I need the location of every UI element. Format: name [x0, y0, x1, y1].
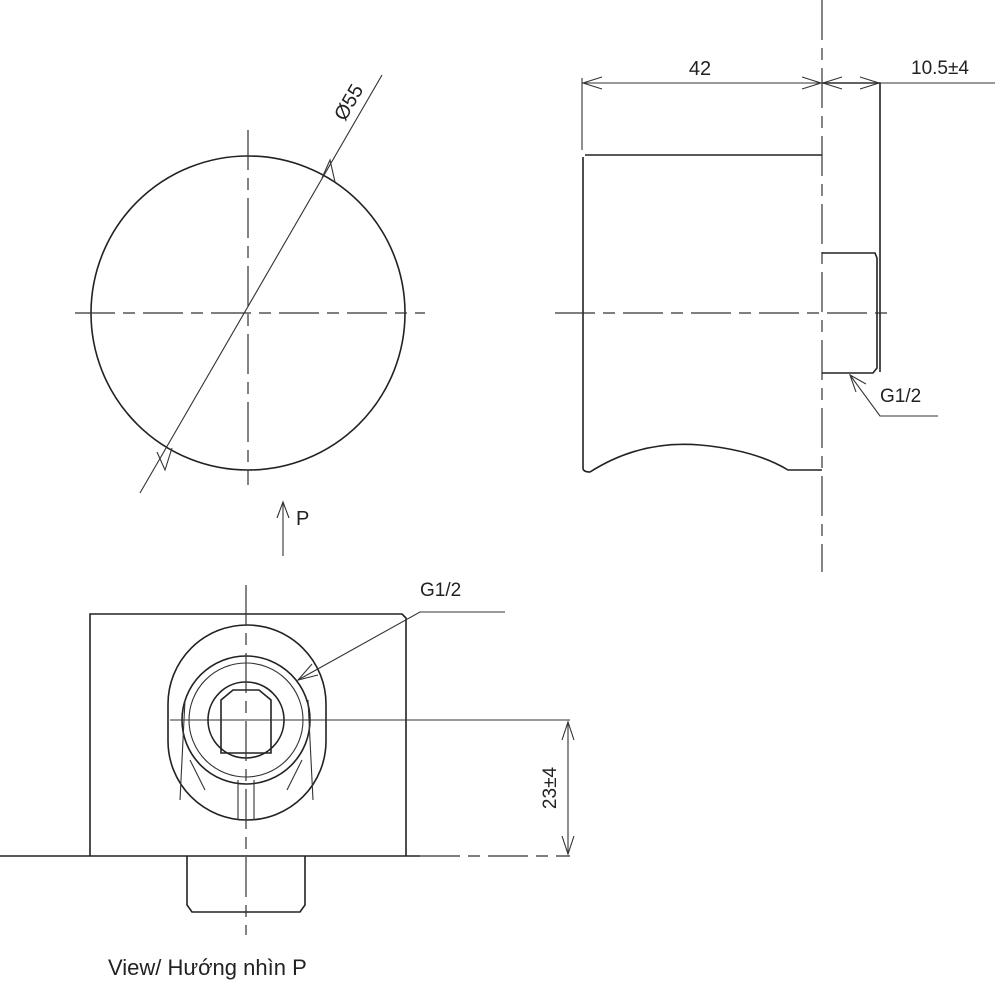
diameter-arrow-top — [321, 158, 336, 183]
inner-ribs — [179, 699, 314, 820]
body-outline — [582, 157, 822, 473]
thread-label-bottom: G1/2 — [420, 580, 461, 601]
flange-outline — [822, 82, 881, 372]
front-view: Ø55 P — [75, 74, 425, 556]
view-p-arrowhead — [276, 500, 290, 519]
hex-socket — [220, 689, 272, 754]
offset-dimension-arrows — [561, 720, 575, 856]
body-rectangle — [89, 613, 407, 856]
thread-leader-bottom — [297, 611, 505, 681]
thread-leader-arrow-bottom — [296, 663, 319, 681]
thread-label-side: G1/2 — [880, 386, 921, 407]
thread-leader-side — [849, 374, 938, 417]
diameter-arrow-bottom — [156, 447, 173, 472]
outlet-oval — [167, 624, 327, 821]
view-p-label: P — [296, 508, 309, 530]
projection-label: 10.5±4 — [911, 58, 969, 79]
view-caption: View/ Hướng nhìn P — [108, 955, 307, 980]
thread-leader-arrow-side — [848, 373, 867, 393]
offset-label: 23±4 — [540, 767, 561, 810]
diameter-label: Ø55 — [330, 81, 368, 125]
connector-nipple — [186, 856, 306, 913]
diameter-line — [139, 74, 383, 494]
bottom-view: 23±4 G1/2 View/ Hướng nhìn P — [0, 580, 575, 980]
side-view: 42 10.5±4 G1/2 — [555, 0, 995, 572]
dimension-arrows — [581, 76, 881, 90]
depth-label: 42 — [689, 58, 711, 80]
